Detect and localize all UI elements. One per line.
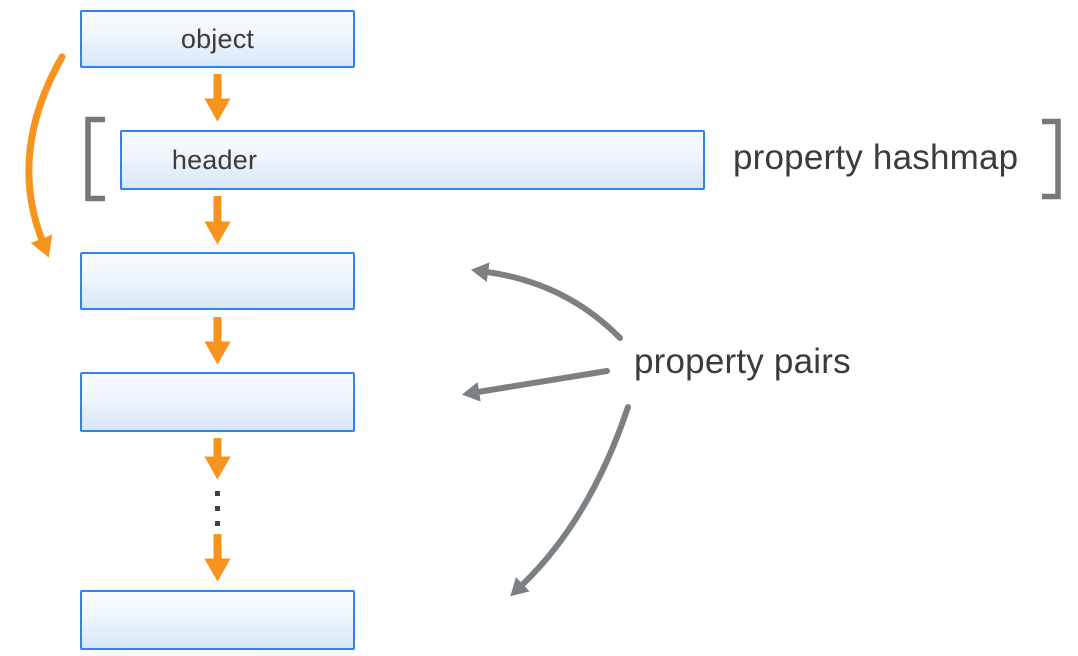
hashmap-header-box: header bbox=[120, 130, 705, 190]
vertical-ellipsis bbox=[215, 491, 220, 526]
ellipsis-dot bbox=[215, 506, 220, 511]
arrow-object-to-pairs-curved bbox=[25, 53, 66, 258]
header-cell: header bbox=[122, 144, 307, 175]
pairs-arrow-bottom bbox=[510, 404, 631, 597]
property-pairs-caption: property pairs bbox=[634, 342, 851, 381]
ellipsis-dot bbox=[215, 491, 220, 496]
pairs-arrow-middle bbox=[462, 368, 610, 402]
pairs-arrow-top bbox=[470, 262, 623, 341]
property-pair-box-3 bbox=[80, 590, 355, 650]
bracket-right bbox=[1042, 118, 1061, 200]
property-pair-box-2 bbox=[80, 372, 355, 432]
bracket-left bbox=[85, 116, 105, 202]
property-pair-box-1 bbox=[80, 252, 355, 310]
header-label: header bbox=[171, 144, 258, 175]
object-box: object bbox=[80, 10, 355, 68]
property-hashmap-caption: property hashmap bbox=[733, 138, 1019, 177]
object-box-label: object bbox=[180, 23, 255, 54]
ellipsis-dot bbox=[215, 521, 220, 526]
